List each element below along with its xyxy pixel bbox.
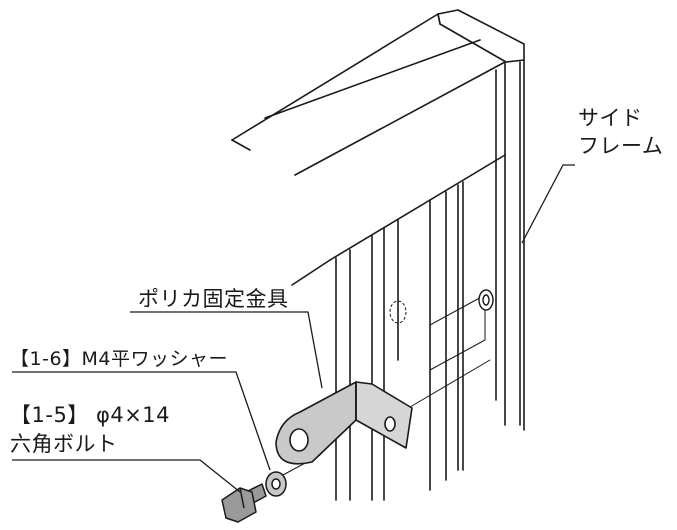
side-frame-label-line1: サイド [578, 106, 643, 130]
washer-label: 【1-6】M4平ワッシャー [10, 348, 229, 370]
leader-washer [12, 371, 271, 471]
leader-bolt [12, 459, 241, 493]
leader-lines [12, 164, 575, 493]
side-frame-label-line2: フレーム [578, 134, 664, 158]
bracket-label: ポリカ固定金具 [138, 287, 289, 311]
leader-side-frame [521, 164, 575, 244]
hidden-clip-icon [389, 300, 407, 324]
bolt-label-line2: 六角ボルト [10, 432, 118, 456]
polycarbonate-bracket [275, 381, 413, 465]
leader-bracket [130, 311, 323, 389]
frame-hole [478, 289, 494, 311]
frame-drawing [231, 9, 525, 501]
hex-bolt [221, 483, 267, 523]
bolt-label-line1: 【1-5】 φ4×14 [10, 403, 171, 427]
m4-washer [265, 471, 287, 497]
